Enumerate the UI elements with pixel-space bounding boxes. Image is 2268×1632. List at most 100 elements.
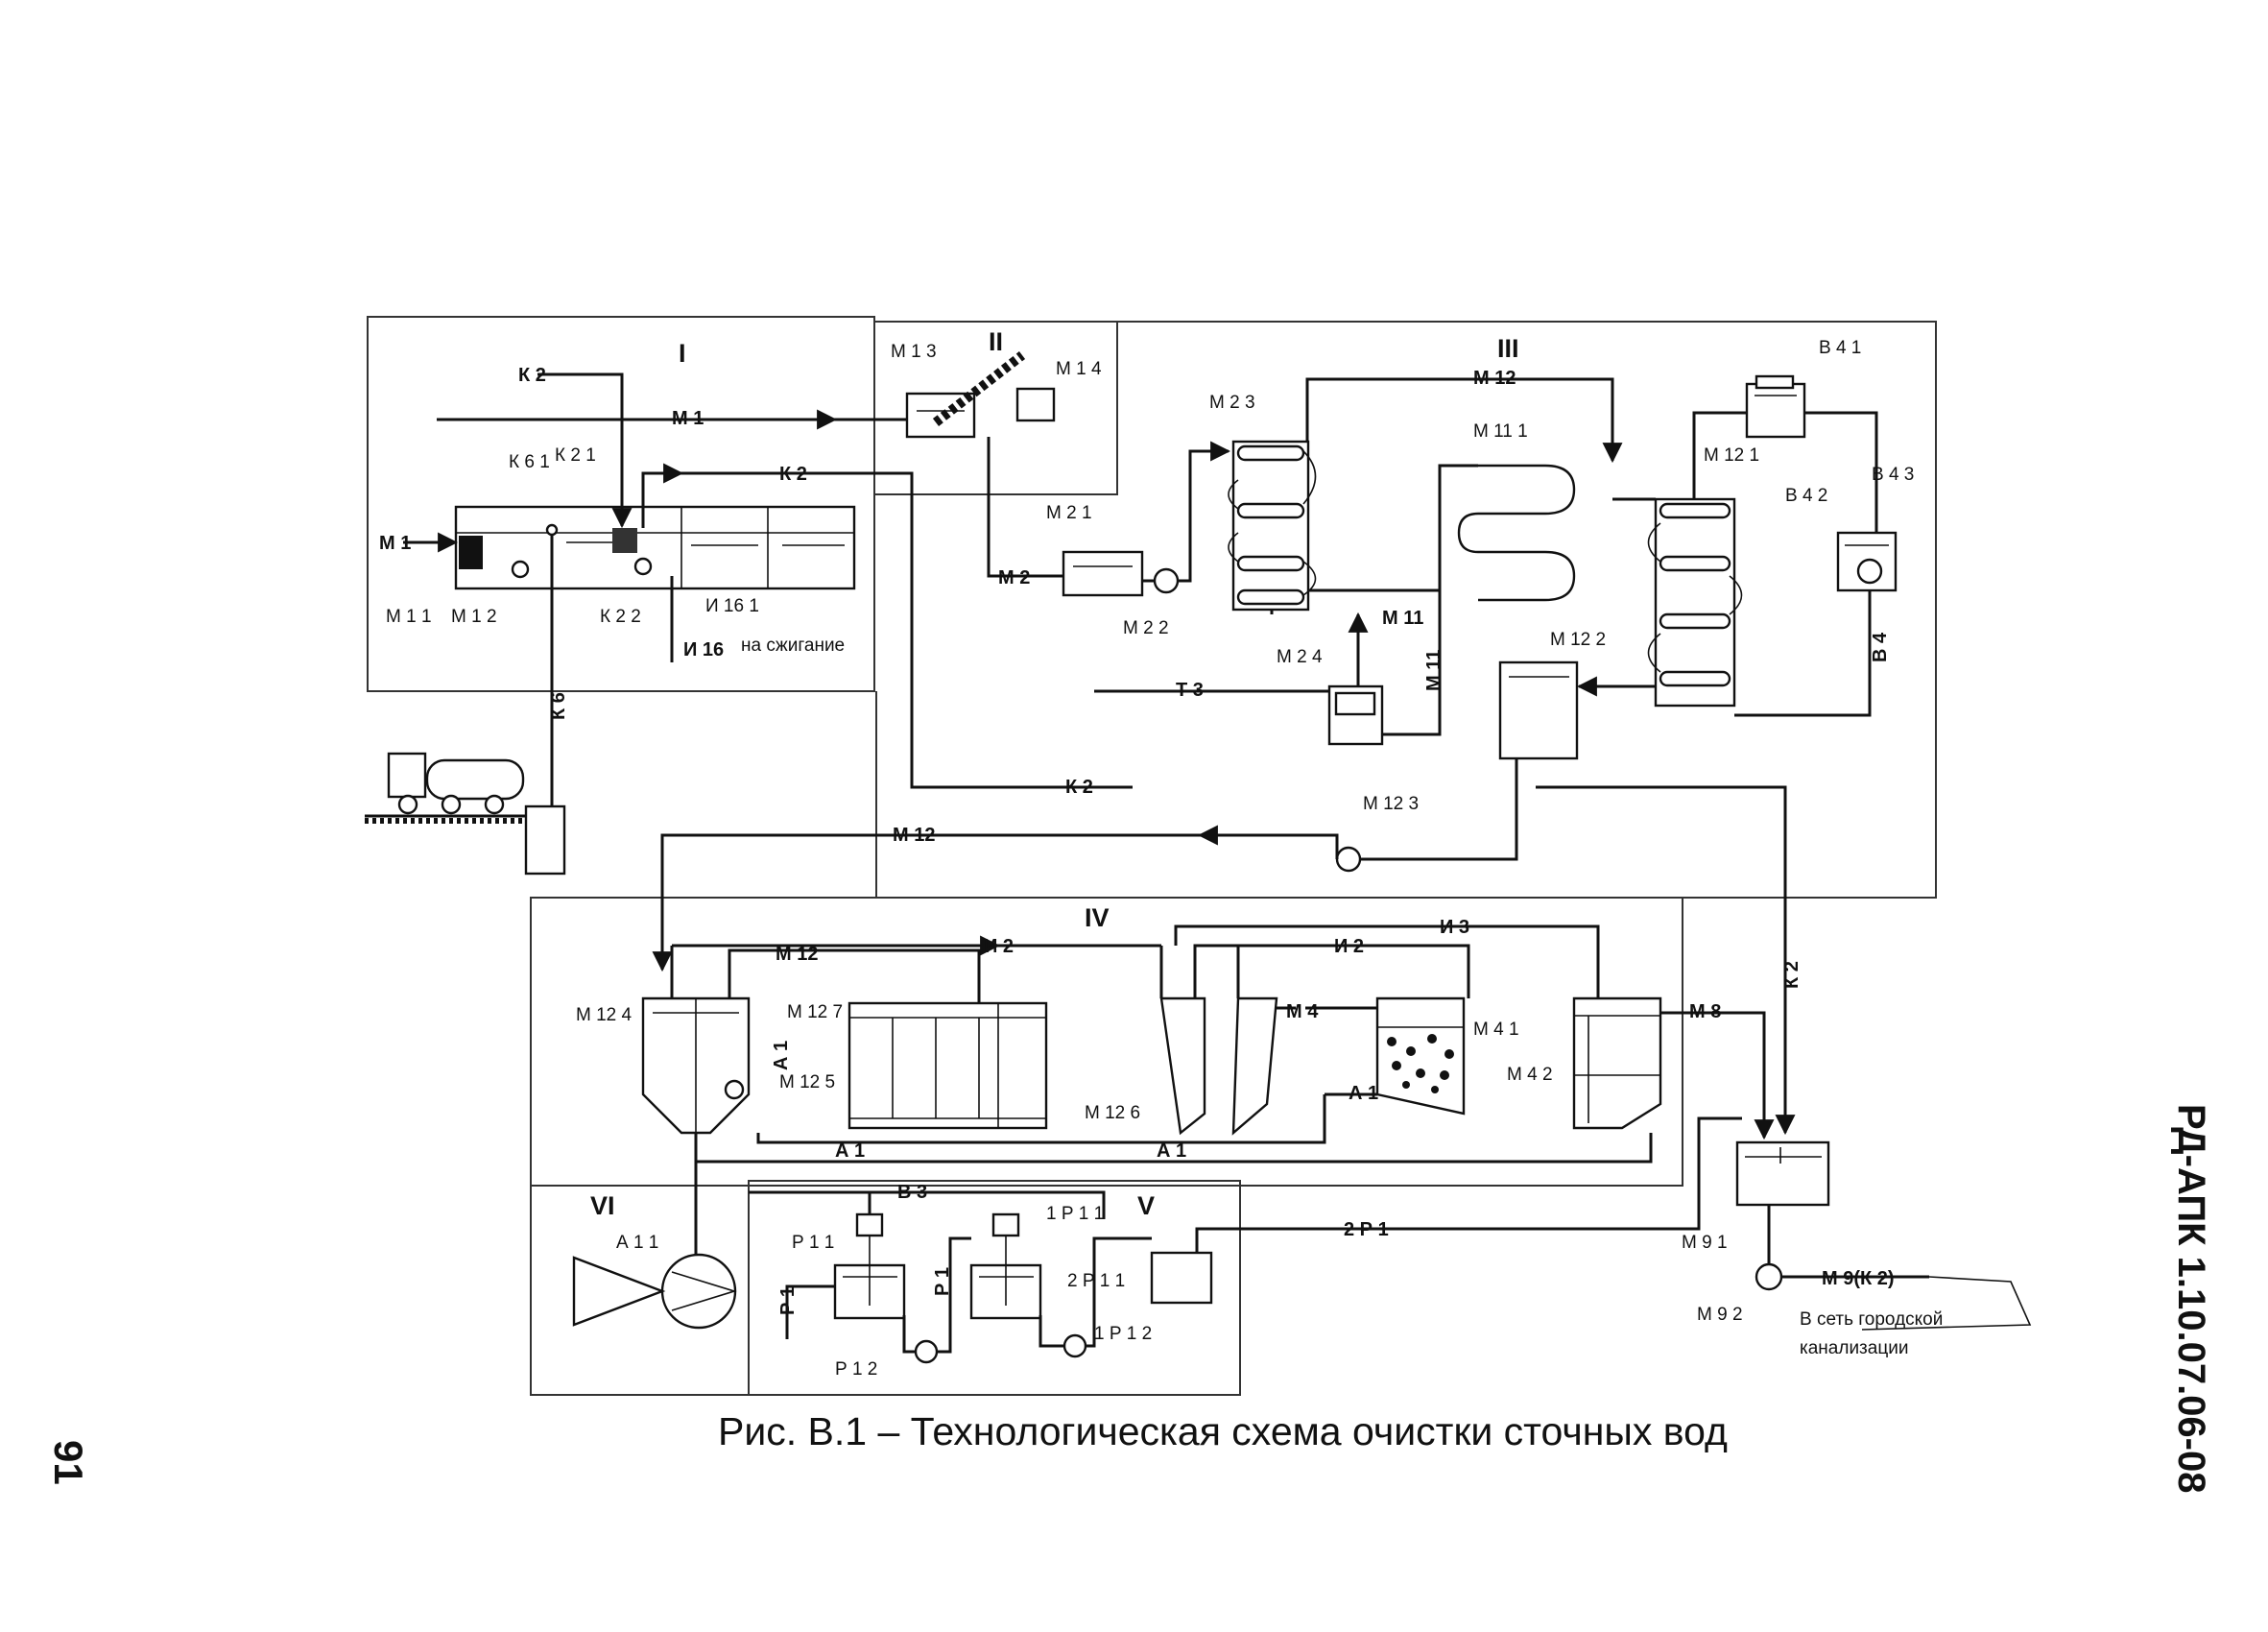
filter-media	[1387, 1034, 1454, 1093]
pump-m92	[1755, 1262, 1783, 1291]
blower-inlet	[572, 1256, 666, 1327]
pump-a1	[724, 1079, 745, 1100]
section-2-labels: М 1 3 М 1 4	[891, 342, 1102, 379]
screen-m11	[459, 536, 483, 569]
figure-caption: Рис. В.1 – Технологическая схема очистки…	[718, 1409, 1728, 1453]
section-4-labels: И 2 И 3 И 2 М 12 М 12 4 М 12 7 А 1 М 12 …	[576, 917, 1802, 1162]
label-m11: М 1 1	[386, 607, 432, 627]
section-frames	[367, 316, 1937, 1396]
collector-m91	[1735, 1140, 1830, 1207]
frame-section-4	[530, 897, 1683, 1187]
label-a11: А 1 1	[616, 1233, 658, 1253]
pump-p12	[914, 1339, 939, 1364]
label-m127: М 12 7	[787, 1002, 843, 1022]
label-m14: М 1 4	[1056, 359, 1102, 379]
label-m12-iv: М 12	[776, 944, 818, 965]
heat-exchanger-m23	[1228, 440, 1317, 612]
label-k61: К 6 1	[509, 452, 550, 472]
label-m13: М 1 3	[891, 342, 937, 362]
section-5-6-labels: В 3 А 1 1 Р 1 1 Р 1 Р 1 2 Р 1 1 Р 1 1 2 …	[616, 1182, 1943, 1380]
label-t3: Т 3	[1176, 680, 1204, 701]
collection-well	[524, 804, 566, 876]
settler-m126a	[1159, 996, 1206, 1136]
label-p1-l: Р 1	[777, 1286, 799, 1315]
truck-icon	[365, 752, 537, 824]
section-4-equipment	[641, 924, 1775, 1267]
page-number: 91	[46, 1440, 91, 1485]
label-k21: К 2 1	[555, 445, 596, 466]
label-a1-mid: А 1	[1349, 1083, 1378, 1104]
section-label-2: II	[989, 327, 1003, 356]
grit-container-m14	[1015, 387, 1056, 422]
section-label-6: VI	[590, 1191, 615, 1220]
frame-section-3	[875, 321, 1937, 899]
section-label-3: III	[1497, 334, 1519, 363]
label-to-burn: на сжигание	[741, 636, 845, 656]
blower-a11	[660, 1253, 737, 1330]
label-two-p1: 2 Р 1	[1344, 1219, 1389, 1240]
label-m122: М 12 2	[1550, 630, 1606, 650]
label-m12-top: М 12	[1473, 368, 1516, 389]
label-i16: И 16	[683, 639, 724, 660]
label-m2: М 2	[998, 567, 1030, 588]
label-m125: М 12 5	[779, 1072, 835, 1092]
heat-exchanger-m121	[1647, 497, 1743, 708]
label-m92: М 9 2	[1697, 1305, 1743, 1325]
reagent-tank-p11	[833, 1263, 906, 1320]
section-label-4: IV	[1085, 903, 1110, 932]
label-m91: М 9 1	[1682, 1233, 1728, 1253]
label-k2-in: К 2	[518, 365, 546, 386]
section-3-labels: М 2 3 М 2 1 М 2 М 2 2 М 2 4 Т 3 М 12 М 1…	[893, 338, 1914, 846]
label-m9k2: М 9(К 2)	[1822, 1268, 1895, 1289]
section-1-labels: К 2 М 1 К 2 К 6 1 К 2 1 М 1 М 1 1 М 1 2 …	[379, 365, 845, 720]
document-code: РД-АПК 1.10.07.06-08	[2170, 1104, 2212, 1494]
pump-k22	[633, 557, 653, 576]
section-6-equipment	[572, 1253, 737, 1330]
label-m8: М 8	[1689, 1001, 1721, 1022]
tank-m21	[1062, 550, 1144, 597]
label-m11-h: М 11	[1382, 608, 1423, 629]
label-m11-v: М 11	[1423, 650, 1444, 691]
label-m23: М 2 3	[1209, 393, 1255, 413]
label-i2-top: И 2	[984, 936, 1014, 957]
frame-section-5	[748, 1180, 1241, 1396]
tank-m42	[1572, 996, 1662, 1130]
section-1-equipment	[365, 372, 1133, 876]
label-m1-top: М 1	[672, 408, 704, 429]
label-city1: В сеть городской	[1800, 1309, 1943, 1330]
reagent-tank-2p11	[1150, 1251, 1213, 1305]
frame-section-2	[873, 321, 1118, 495]
label-m121: М 12 1	[1704, 445, 1759, 466]
label-m1-in: М 1	[379, 533, 411, 554]
label-b41: В 4 1	[1819, 338, 1861, 358]
label-k2-long: К 2	[1065, 777, 1093, 798]
label-m4: М 4	[1286, 1001, 1319, 1022]
section-3-equipment	[652, 374, 1898, 1136]
section-label-1: I	[679, 339, 686, 368]
section-label-5: V	[1137, 1191, 1155, 1220]
pump-m12	[511, 560, 530, 579]
label-b43: В 4 3	[1872, 465, 1914, 485]
label-i3: И 3	[1440, 917, 1469, 938]
label-m42: М 4 2	[1507, 1065, 1553, 1085]
grit-unit-k21	[612, 528, 637, 553]
label-b4: В 4	[1870, 632, 1891, 662]
coil-m111	[1457, 464, 1576, 602]
label-m24: М 2 4	[1277, 647, 1323, 667]
label-p11: Р 1 1	[792, 1233, 834, 1253]
label-b3: В 3	[897, 1182, 927, 1203]
section-2-equipment	[905, 351, 1065, 578]
settler-m126b	[1231, 996, 1278, 1136]
label-k6: К 6	[548, 692, 569, 720]
tank-m122	[1498, 660, 1579, 760]
pump-m123	[1335, 846, 1362, 873]
label-p12: Р 1 2	[835, 1359, 877, 1380]
label-m41: М 4 1	[1473, 1020, 1519, 1040]
label-a1-b1: А 1	[835, 1140, 865, 1162]
label-one-p11: 1 Р 1 1	[1046, 1204, 1104, 1224]
label-m126: М 12 6	[1085, 1103, 1140, 1123]
label-a1-b2: А 1	[1157, 1140, 1186, 1162]
pump-1p12	[1062, 1333, 1087, 1358]
label-m111: М 11 1	[1473, 421, 1528, 442]
